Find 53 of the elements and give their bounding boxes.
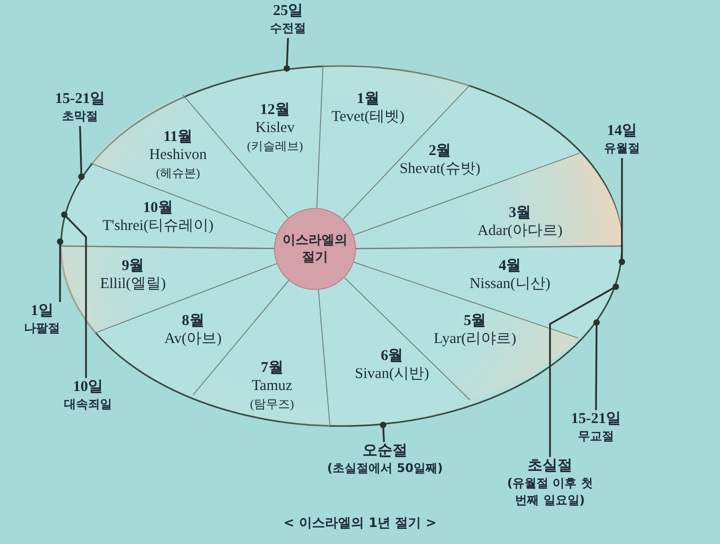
callout-text: 15-21일 bbox=[571, 410, 621, 428]
callout-text: 초실절 bbox=[528, 457, 572, 475]
leader-line bbox=[61, 211, 87, 378]
month-name: (헤슈본) bbox=[156, 165, 200, 182]
month-name: Sivan(시반) bbox=[354, 365, 430, 383]
month-number: 10월 bbox=[143, 199, 173, 217]
month-name: Shevat(슈밧) bbox=[400, 160, 480, 178]
leader-line bbox=[618, 158, 626, 265]
month-number: 3월 bbox=[508, 204, 532, 222]
callout-text: 나팔절 bbox=[24, 320, 60, 337]
callout-text: 오순절 bbox=[362, 442, 408, 460]
callout-text: 초막절 bbox=[62, 108, 98, 125]
month-number: 4월 bbox=[498, 257, 522, 275]
callout-text: 대속죄일 bbox=[64, 396, 112, 413]
callout-text: 수전절 bbox=[270, 20, 306, 37]
callout-text: 유월절 bbox=[604, 140, 640, 157]
callout-text: 15-21일 bbox=[55, 90, 105, 108]
month-name: Nissan(니산) bbox=[470, 275, 550, 293]
month-number: 11월 bbox=[163, 128, 193, 146]
leader-line bbox=[549, 284, 619, 457]
month-name: T'shrei(티슈레이) bbox=[102, 217, 214, 235]
month-name: Ellil(엘릴) bbox=[100, 275, 166, 293]
leader-line bbox=[380, 422, 386, 442]
callout-text: 1일 bbox=[30, 302, 54, 320]
center-label: 이스라엘의 절기 bbox=[282, 232, 348, 266]
month-name: Lyar(리야르) bbox=[434, 330, 516, 348]
callout-text: (유월절 이후 첫 번째 일요일) bbox=[506, 475, 594, 509]
month-name: Kislev bbox=[255, 119, 295, 137]
month-number: 1월 bbox=[356, 90, 380, 108]
callout-text: 10일 bbox=[73, 378, 103, 396]
month-number: 8월 bbox=[182, 312, 204, 330]
leader-line bbox=[593, 319, 600, 410]
month-number: 2월 bbox=[428, 142, 452, 160]
month-number: 7월 bbox=[260, 359, 284, 377]
month-name: (탐무즈) bbox=[250, 396, 294, 413]
month-name: Tevet(테벳) bbox=[331, 108, 405, 126]
month-number: 5월 bbox=[464, 312, 486, 330]
month-name: (키슬레브) bbox=[247, 138, 303, 155]
leader-line bbox=[56, 238, 64, 302]
month-name: Av(아브) bbox=[164, 330, 222, 348]
callout-text: 무교절 bbox=[578, 428, 614, 445]
month-number: 9월 bbox=[122, 257, 144, 275]
leader-line bbox=[78, 126, 85, 180]
caption: < 이스라엘의 1년 절기 > bbox=[282, 515, 438, 533]
callout-text: (초실절에서 50일째) bbox=[327, 460, 443, 477]
callout-text: 14일 bbox=[607, 122, 637, 140]
month-name: Tamuz bbox=[252, 377, 292, 395]
callout-text: 25일 bbox=[273, 2, 303, 20]
month-name: Adar(아다르) bbox=[478, 222, 562, 240]
month-name: Heshivon bbox=[149, 146, 207, 164]
month-number: 12월 bbox=[260, 101, 290, 119]
leader-line bbox=[284, 38, 290, 72]
month-number: 6월 bbox=[380, 347, 404, 365]
